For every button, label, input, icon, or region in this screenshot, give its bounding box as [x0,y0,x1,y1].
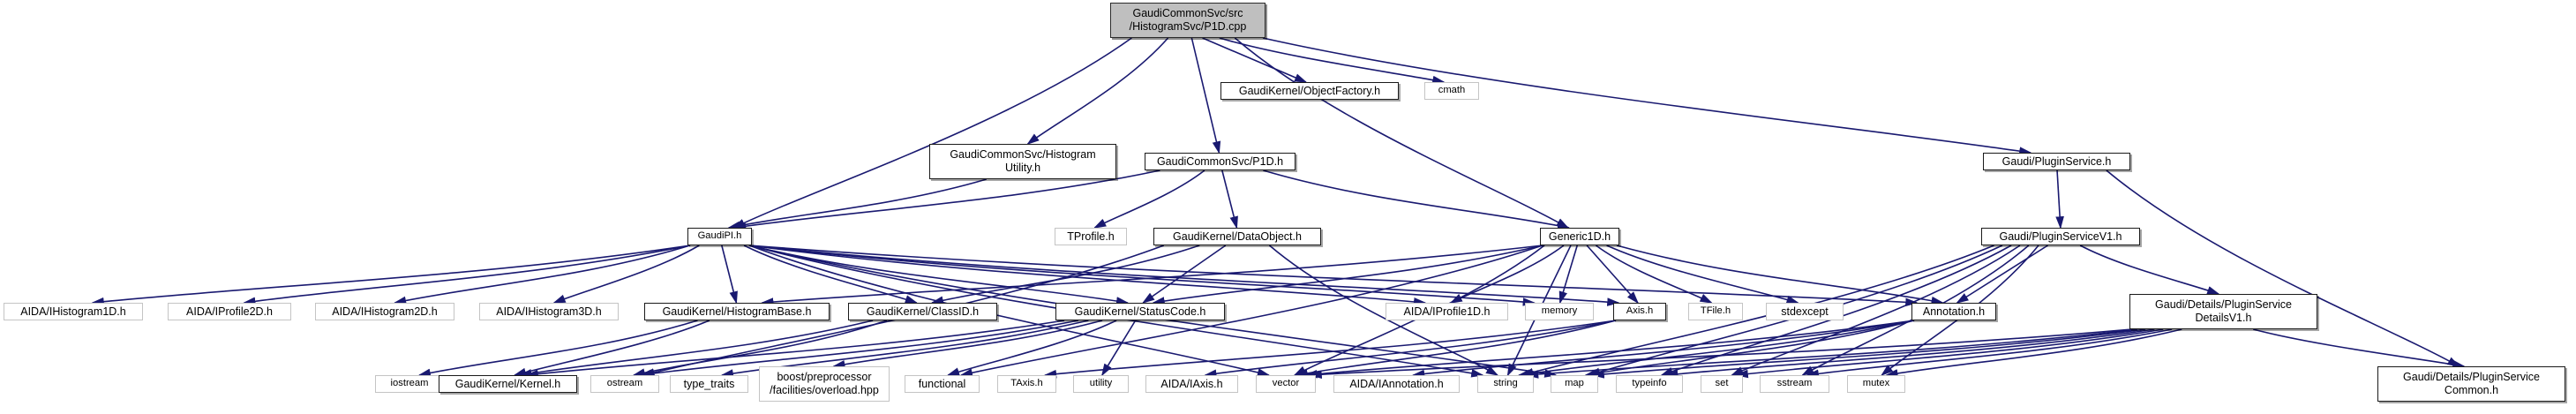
graph-edge [748,245,1536,306]
graph-edge [2253,328,2466,369]
graph-node[interactable]: iostream [375,375,444,393]
graph-edge [1152,245,1543,305]
graph-edge [1204,320,1617,378]
graph-node[interactable]: GaudiPI.h [687,228,752,245]
graph-edge [1449,245,1565,304]
graph-edge [2106,169,2460,367]
graph-node[interactable]: cmath [1424,82,1479,100]
graph-edge [1616,245,1944,305]
graph-edge [930,245,1200,305]
graph-node[interactable]: GaudiCommonSvc/src /HistogramSvc/P1D.cpp [1110,3,1265,38]
graph-node[interactable]: utility [1073,375,1129,393]
graph-node[interactable]: AIDA/IAnnotation.h [1333,375,1460,393]
graph-node[interactable]: TAxis.h [997,375,1056,393]
graph-node[interactable]: GaudiCommonSvc/Histogram Utility.h [929,144,1116,179]
graph-edge [1664,328,2155,379]
graph-node[interactable]: Gaudi/PluginService.h [1983,153,2130,170]
graph-node[interactable]: GaudiKernel/Kernel.h [439,375,577,393]
graph-edge [2055,169,2064,230]
graph-edge [1606,245,1799,304]
graph-edge [1596,245,1713,304]
graph-node[interactable]: typeinfo [1616,375,1683,393]
graph-edge [1141,245,1227,304]
graph-edge [1263,169,1571,230]
graph-node[interactable]: sstream [1760,375,1829,393]
graph-edge [748,245,1130,305]
graph-edge [552,245,700,304]
graph-edge [417,320,698,378]
graph-edge [2079,245,2220,295]
graph-node[interactable]: map [1551,375,1598,393]
graph-edge [1026,37,1169,145]
graph-edge [1584,320,1915,378]
graph-node[interactable]: GaudiKernel/DataObject.h [1153,228,1321,245]
graph-node[interactable]: Annotation.h [1911,303,1996,320]
graph-edge [748,245,1620,306]
graph-edge [513,320,710,377]
graph-node[interactable]: boost/preprocessor /facilities/overload.… [759,366,890,402]
graph-edge [1591,328,2146,379]
graph-edge [1806,328,2173,379]
graph-node[interactable]: AIDA/IHistogram3D.h [479,303,619,320]
graph-node[interactable]: AIDA/IAxis.h [1145,375,1238,393]
graph-node[interactable]: vector [1256,375,1316,393]
graph-edge [732,37,1132,229]
graph-edge [1525,328,2137,379]
graph-edge [1043,320,1617,379]
graph-node[interactable]: set [1701,375,1743,393]
graph-node[interactable]: type_traits [670,375,748,393]
graph-node[interactable]: TProfile.h [1055,228,1127,245]
graph-node[interactable]: string [1477,375,1534,393]
graph-edge [1202,37,1308,83]
graph-node[interactable]: GaudiCommonSvc/P1D.h [1145,153,1296,170]
graph-edge [1586,245,1640,305]
graph-node[interactable]: memory [1525,303,1594,320]
graph-node[interactable]: Gaudi/Details/PluginService DetailsV1.h [2129,294,2317,329]
graph-edge [721,245,738,305]
graph-node[interactable]: GaudiKernel/ClassID.h [848,303,997,320]
graph-edge [1735,328,2164,379]
graph-node[interactable]: mutex [1847,375,1905,393]
graph-edge [1219,37,1446,85]
graph-edge [1956,245,2048,304]
graph-edge [1885,328,2182,378]
graph-edge [832,320,1103,369]
graph-node[interactable]: GaudiKernel/ObjectFactory.h [1220,82,1399,100]
graph-edge [1309,328,2133,380]
graph-node[interactable]: ostream [590,375,659,393]
graph-edge [1295,320,1617,378]
graph-edge [1190,37,1221,154]
graph-node[interactable]: Gaudi/Details/PluginService Common.h [2377,366,2565,402]
graph-edge [1304,320,1915,379]
graph-edge [743,245,919,304]
graph-edge [1221,169,1238,230]
graph-node[interactable]: Generic1D.h [1540,228,1619,245]
graph-edge [761,245,1543,306]
graph-node[interactable]: Axis.h [1613,303,1666,320]
graph-node[interactable]: stdexcept [1766,303,1844,320]
graph-edge [393,245,691,305]
graph-edge [727,178,988,230]
graph-edge [1558,245,1579,305]
graph-node[interactable]: TFile.h [1688,303,1743,320]
graph-node[interactable]: AIDA/IHistogram1D.h [4,303,143,320]
graph-edge [748,245,1427,306]
graph-node[interactable]: Gaudi/PluginServiceV1.h [1981,228,2140,245]
graph-node[interactable]: GaudiKernel/HistogramBase.h [644,303,830,320]
graph-edge [1100,320,1137,377]
graph-node[interactable]: AIDA/IProfile1D.h [1386,303,1508,320]
graph-node[interactable]: AIDA/IProfile2D.h [168,303,291,320]
graph-node[interactable]: AIDA/IHistogram2D.h [315,303,454,320]
graph-edge [243,245,691,306]
graph-node[interactable]: functional [905,375,980,393]
graph-edge [1517,320,1915,378]
graph-edge [1234,37,1570,229]
graph-node[interactable]: GaudiKernel/StatusCode.h [1055,303,1225,320]
graph-edge [1411,320,1915,379]
graph-edge [748,245,1919,307]
graph-edge [946,320,1117,376]
graph-edge [91,245,691,306]
